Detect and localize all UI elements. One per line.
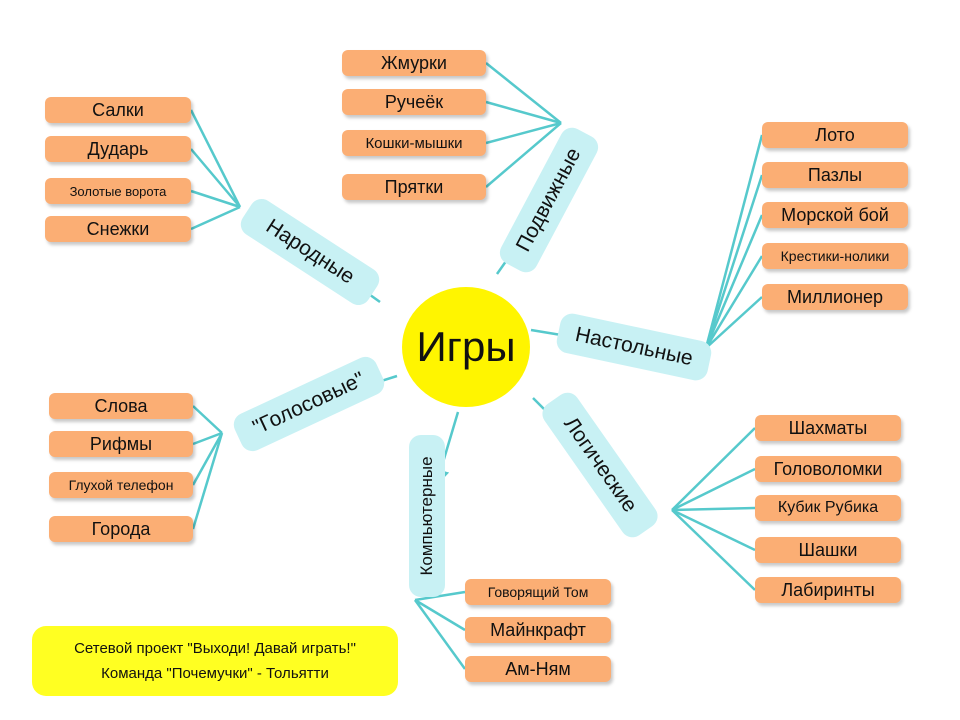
link-logicheskie-2 [671,506,756,512]
link-narodnye-0 [189,109,242,208]
game-item-golosovye: Рифмы [49,431,193,457]
game-item-podvizhnye: Жмурки [342,50,486,76]
link-kompyuternye-2 [413,599,467,670]
link-nastolnye-2 [704,214,764,349]
game-item-logicheskie: Кубик Рубика [755,495,901,521]
category-label-nastolnye: Настольные [573,322,695,371]
game-item-kompyuternye: Майнкрафт [465,617,611,643]
footer-team-line: Команда "Почемучки" - Тольятти [101,665,329,682]
game-item-logicheskie: Шашки [755,537,901,563]
category-label-kompyuternye: Компьютерные [417,456,436,576]
game-item-logicheskie: Головоломки [755,456,901,482]
game-item-nastolnye: Пазлы [762,162,908,188]
category-label-logicheskie: Логические [559,412,642,517]
project-footer-banner: Сетевой проект "Выходи! Давай играть!" К… [32,626,398,696]
link-logicheskie-0 [671,427,756,511]
game-item-podvizhnye: Прятки [342,174,486,200]
game-item-golosovye: Города [49,516,193,542]
game-item-narodnye: Салки [45,97,191,123]
link-narodnye-1 [190,148,241,208]
game-item-nastolnye: Морской бой [762,202,908,228]
game-item-podvizhnye: Ручеёк [342,89,486,115]
game-item-nastolnye: Миллионер [762,284,908,310]
game-item-nastolnye: Крестики-нолики [762,243,908,269]
link-podvizhnye-0 [485,62,562,124]
game-item-podvizhnye: Кошки-мышки [342,130,486,156]
link-golosovye-1 [192,431,223,446]
category-label-golosovye: "Голосовые" [249,367,369,440]
link-nastolnye-3 [704,255,764,349]
category-nastolnye: Настольные [554,311,714,383]
category-narodnye: Народные [236,194,384,310]
link-golosovye-0 [192,405,223,434]
link-kompyuternye-1 [414,598,466,632]
game-item-golosovye: Слова [49,393,193,419]
game-item-narodnye: Снежки [45,216,191,242]
game-item-narodnye: Дударь [45,136,191,162]
game-item-narodnye: Золотые ворота [45,178,191,204]
category-golosovye: "Голосовые" [229,352,389,456]
link-narodnye-3 [190,205,241,231]
link-narodnye-2 [190,189,241,209]
link-golosovye-3 [191,432,224,530]
category-label-narodnye: Народные [261,214,359,289]
link-golosovye-2 [191,432,224,486]
category-label-podvizhnye: Подвижные [511,144,586,256]
link-nastolnye-0 [704,134,764,349]
link-logicheskie-3 [671,508,756,552]
game-item-logicheskie: Шахматы [755,415,901,441]
link-logicheskie-1 [671,467,756,512]
category-podvizhnye: Подвижные [495,123,603,277]
category-kompyuternye: Компьютерные [409,435,445,597]
link-nastolnye-1 [704,174,764,349]
game-item-logicheskie: Лабиринты [755,577,901,603]
game-item-kompyuternye: Ам-Ням [465,656,611,682]
game-item-golosovye: Глухой телефон [49,472,193,498]
footer-project-line: Сетевой проект "Выходи! Давай играть!" [74,640,356,657]
link-logicheskie-4 [671,509,756,591]
category-logicheskie: Логические [537,387,663,543]
game-item-kompyuternye: Говорящий Том [465,579,611,605]
game-item-nastolnye: Лото [762,122,908,148]
link-nastolnye-4 [705,296,763,349]
link-podvizhnye-1 [485,100,562,125]
link-podvizhnye-2 [485,121,562,145]
central-node-games: Игры [402,287,530,407]
